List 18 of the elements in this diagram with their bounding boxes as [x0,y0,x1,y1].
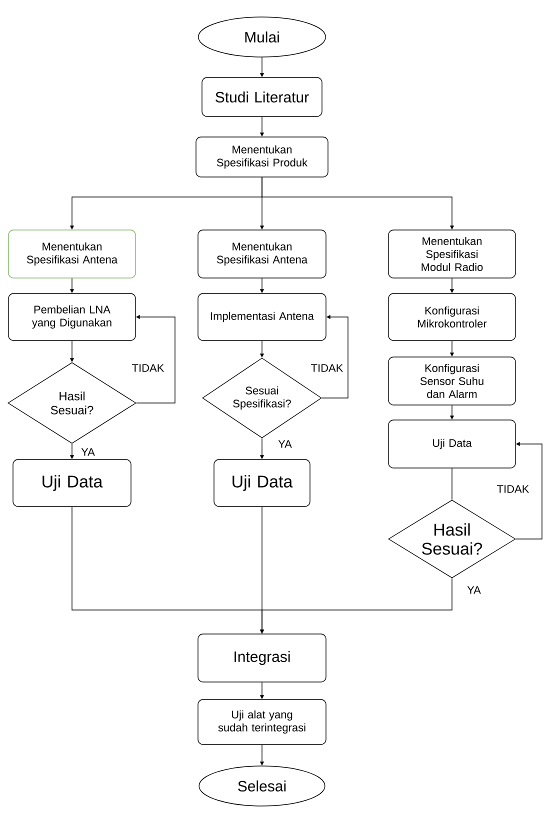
process-box: Studi Literatur [202,77,322,117]
process-box: Konfigurasi Sensor Suhu dan Alarm [388,356,516,406]
process-box: Menentukan Spesifikasi Antena [8,230,136,278]
edge-label: YA [80,447,96,457]
process-box: Menentukan Spesifikasi Antena [198,230,326,278]
process-box: Uji Data [214,459,310,507]
process-box: Uji Data [388,420,516,468]
process-box: Integrasi [198,634,326,682]
edge-label: YA [466,585,482,595]
process-box: Menentukan Spesifikasi Modul Radio [388,230,516,278]
process-box: Menentukan Spesifikasi Produk [196,136,328,178]
process-box: Konfigurasi Mikrokontroler [388,293,516,341]
process-box: Uji Data [12,459,132,507]
edge-label: TIDAK [496,484,530,494]
process-box: Implementasi Antena [198,293,326,341]
process-box: Uji alat yang sudah terintegrasi [198,699,326,745]
edge-label: YA [277,439,293,449]
process-box: Pembelian LNA yang Digunakan [8,293,136,341]
